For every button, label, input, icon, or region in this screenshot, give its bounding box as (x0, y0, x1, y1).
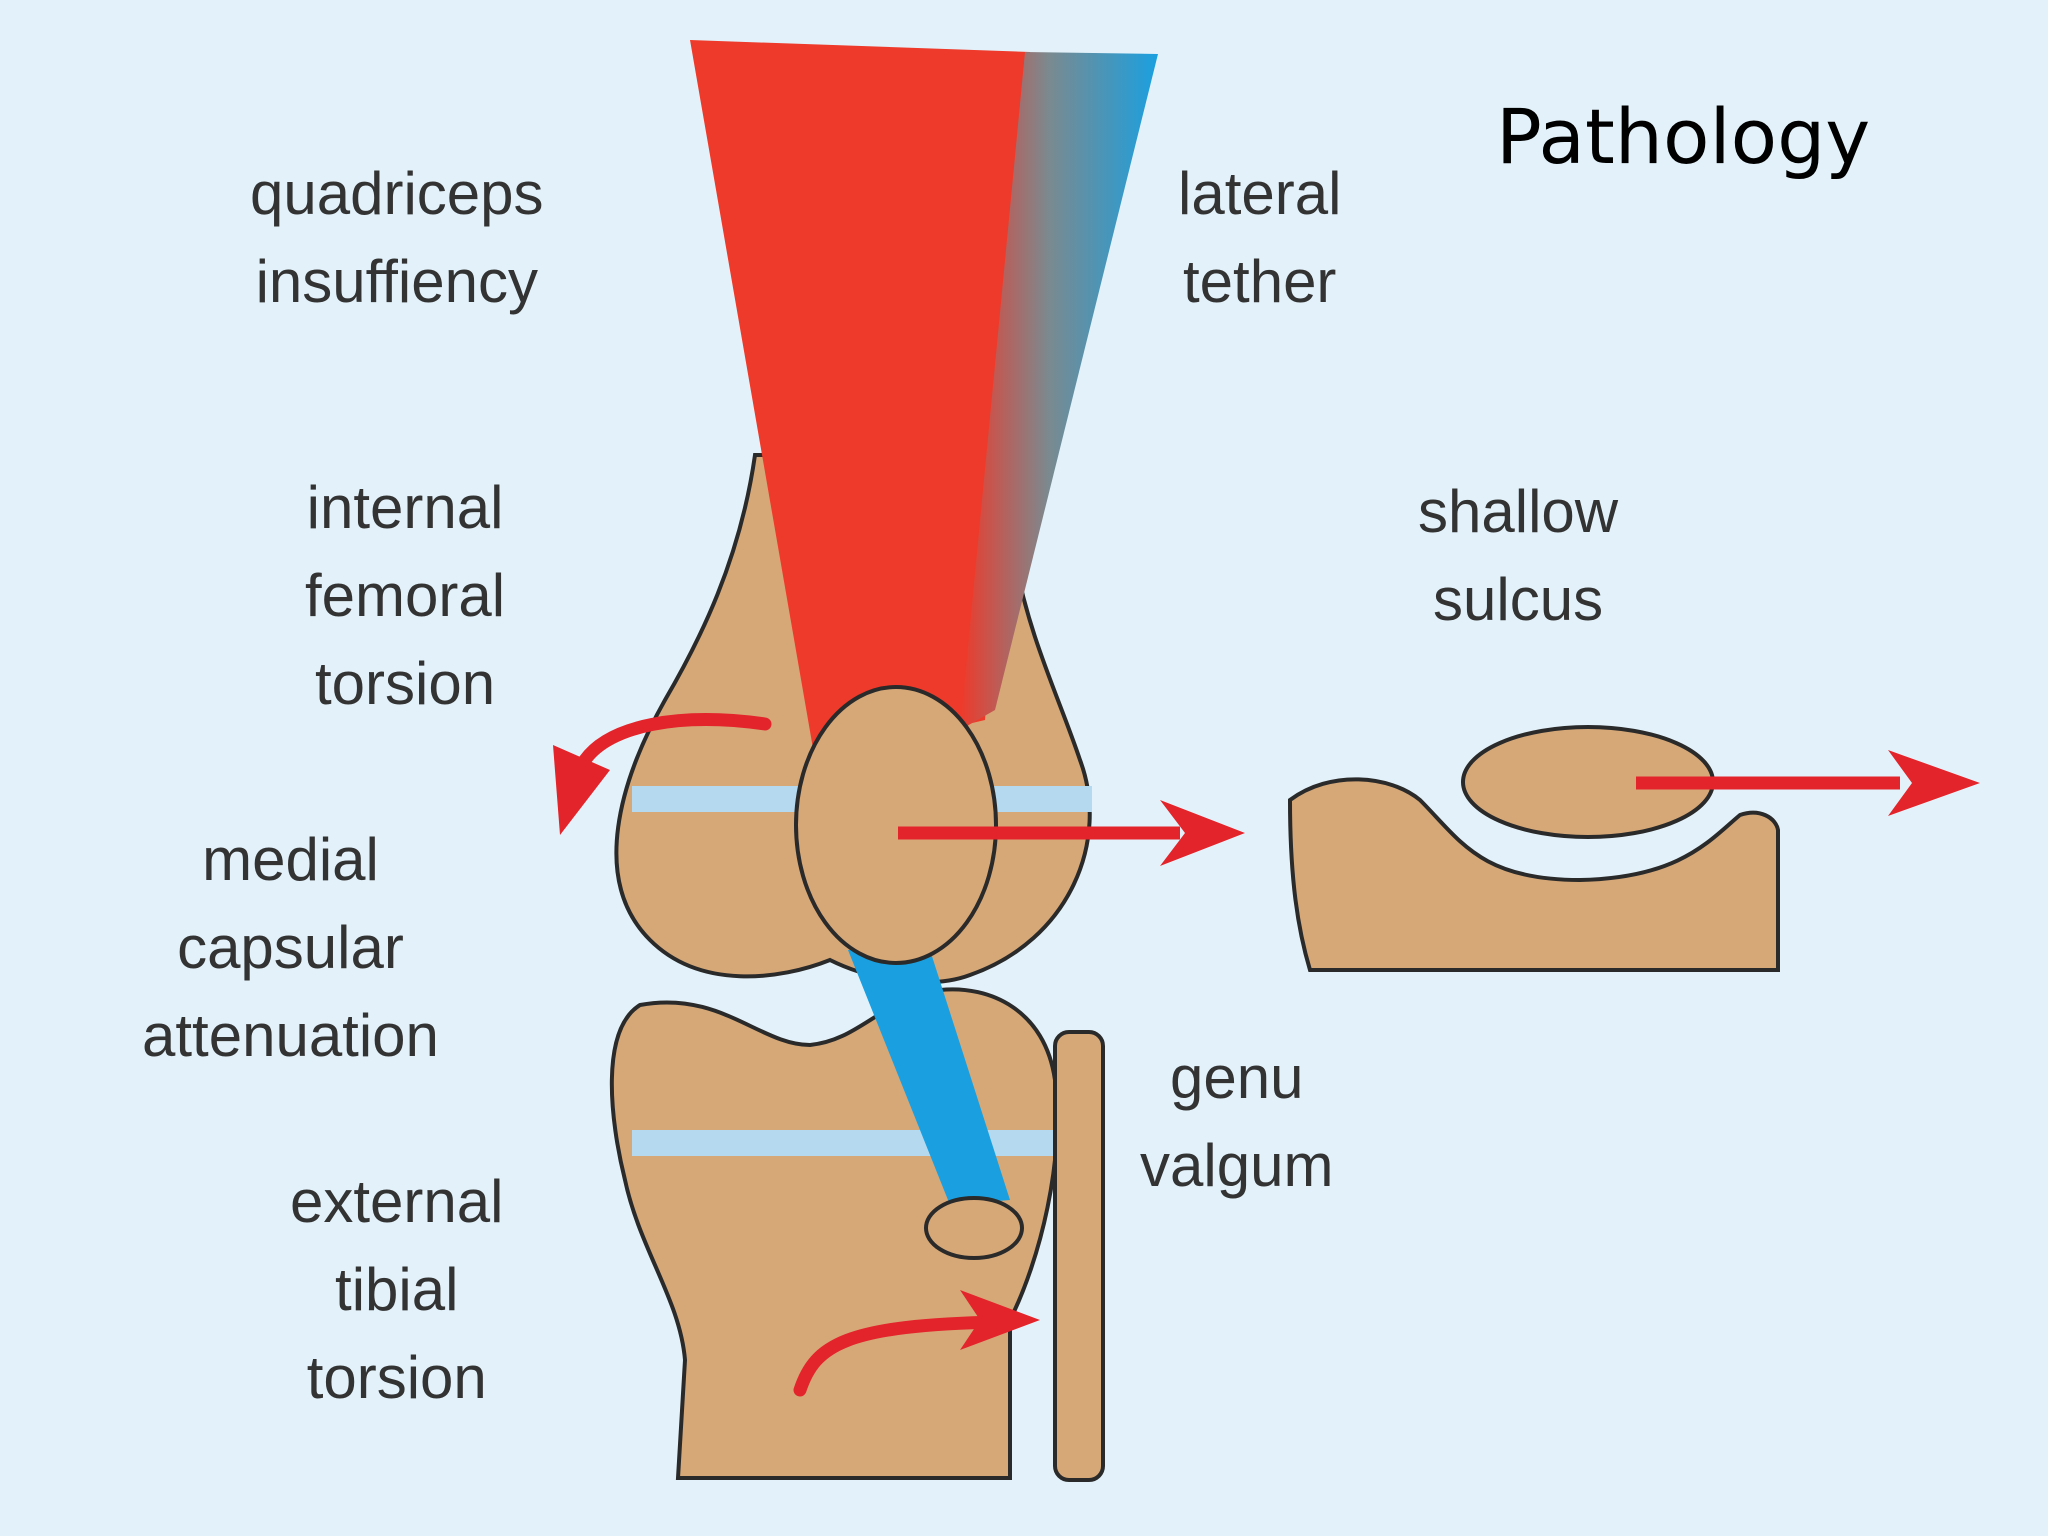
label-internal-femoral-torsion: internal femoral torsion (305, 464, 505, 728)
axial-shift-arrowhead (1888, 750, 1980, 816)
label-lateral-tether: lateral tether (1178, 150, 1341, 326)
label-medial-capsular-attenuation: medial capsular attenuation (142, 816, 439, 1080)
femoral-torsion-arrowhead (553, 745, 610, 835)
label-external-tibial-torsion: external tibial torsion (290, 1158, 503, 1422)
label-quadriceps-insufficiency: quadriceps insuffiency (250, 150, 544, 326)
tibial-growth-plate (632, 1130, 1060, 1156)
slide-title: Pathology (1496, 92, 1870, 181)
label-shallow-sulcus: shallow sulcus (1418, 468, 1618, 644)
label-genu-valgum: genu valgum (1140, 1034, 1333, 1210)
patella (796, 687, 996, 963)
tibial-tubercle (926, 1198, 1022, 1258)
fibula (1055, 1032, 1103, 1480)
